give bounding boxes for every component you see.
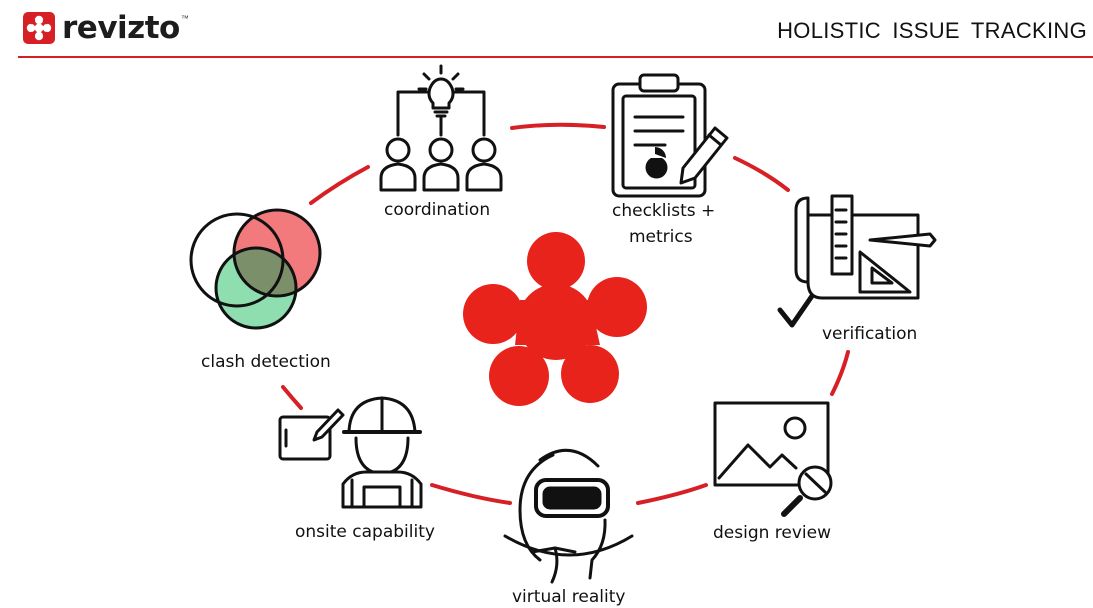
cycle-arc-2 bbox=[733, 156, 790, 192]
stage-label-clash: clash detection bbox=[201, 352, 331, 372]
cycle-arc-4 bbox=[636, 483, 708, 505]
stage-label-metrics: metrics bbox=[629, 227, 693, 247]
header: revizto ™ HOLISTIC ISSUE TRACKING bbox=[0, 0, 1093, 58]
team-idea-icon bbox=[379, 64, 503, 192]
vr-headset-icon bbox=[503, 448, 634, 584]
image-search-icon bbox=[713, 401, 833, 517]
stage-label-design-review: design review bbox=[713, 523, 832, 543]
cycle-arc-1 bbox=[510, 122, 606, 130]
construction-worker-tablet-icon bbox=[278, 396, 423, 509]
stage-label-onsite: onsite capability bbox=[295, 522, 435, 542]
cycle-arc-6 bbox=[281, 385, 303, 410]
stage-label-verification: verification bbox=[822, 324, 918, 344]
stage-label-checklists: checklists + bbox=[612, 201, 716, 221]
cycle-ring bbox=[281, 122, 850, 505]
revizto-logo-icon bbox=[23, 12, 55, 44]
cycle-arc-3 bbox=[830, 350, 850, 396]
blueprint-ruler-icon bbox=[777, 194, 937, 328]
revizto-logo[interactable]: revizto ™ bbox=[22, 11, 189, 45]
revizto-mark-icon bbox=[463, 232, 647, 406]
header-divider bbox=[18, 56, 1093, 58]
page-title: HOLISTIC ISSUE TRACKING bbox=[777, 18, 1087, 43]
venn-circles-icon bbox=[189, 208, 322, 330]
trademark: ™ bbox=[180, 13, 189, 23]
clipboard-pencil-icon bbox=[611, 73, 729, 198]
cycle-arc-7 bbox=[309, 165, 370, 205]
brand-name: revizto bbox=[62, 10, 180, 46]
cycle-arc-5 bbox=[430, 483, 512, 505]
stage-label-virtual-reality: virtual reality bbox=[512, 587, 626, 607]
stage-label-coordination: coordination bbox=[384, 200, 491, 220]
